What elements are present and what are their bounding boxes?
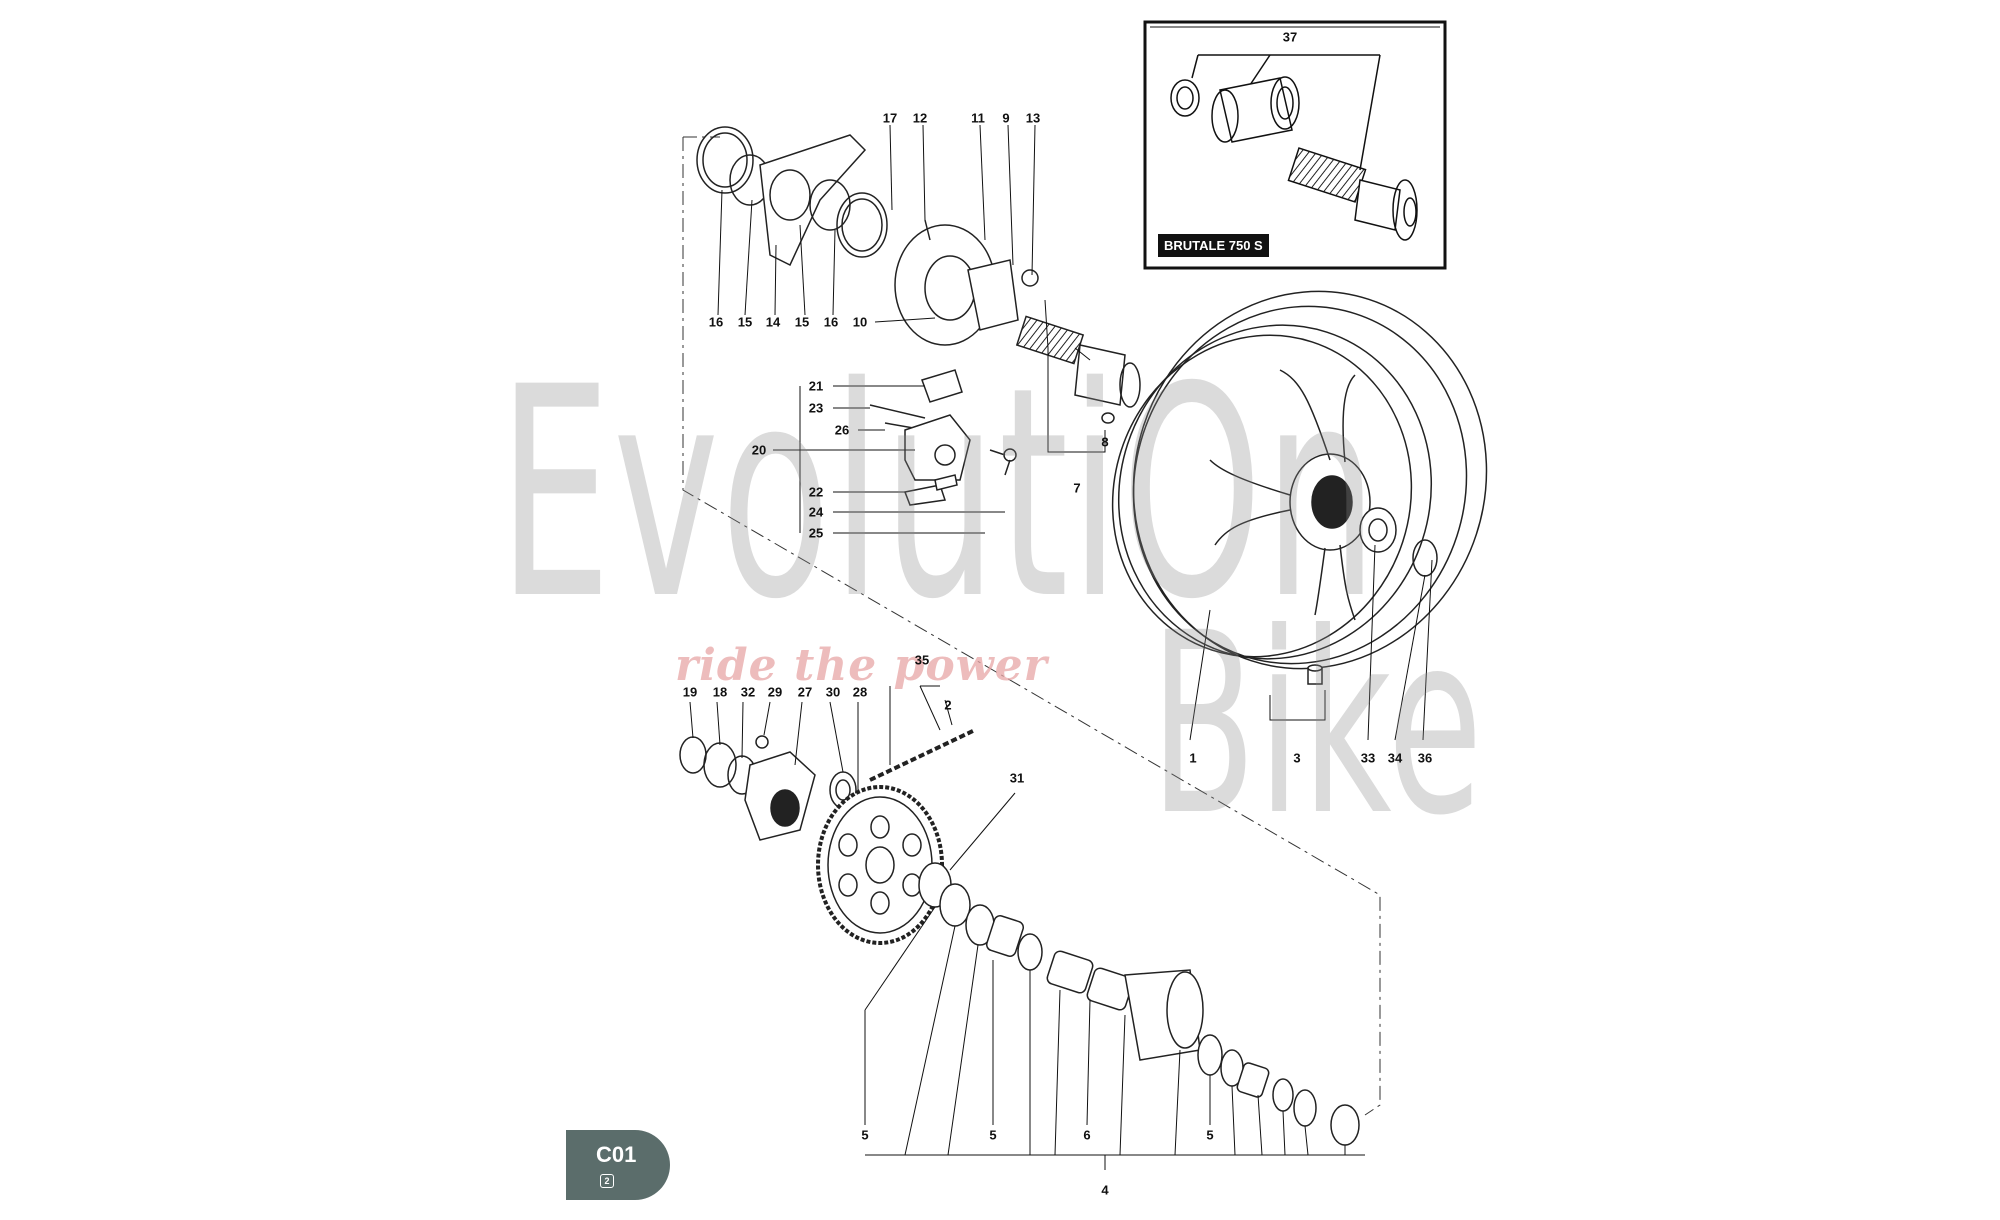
hub-and-bearings (918, 862, 1360, 1146)
callout-label: 9 (1002, 110, 1010, 126)
callout-label: 14 (765, 314, 781, 330)
sprocket (816, 785, 944, 945)
watermark-text-2: Bike (1150, 579, 1484, 870)
callout-label: 28 (852, 684, 868, 700)
inset-box (1143, 20, 1447, 270)
callout-label: 37 (1282, 29, 1298, 45)
callout-label: 2 (944, 697, 952, 713)
callout-label: 5 (989, 1127, 997, 1143)
leader-lines (689, 124, 1433, 1170)
callout-label: 25 (808, 525, 824, 541)
callout-label: 4 (1101, 1182, 1109, 1198)
page-badge: C01 2 (566, 1130, 670, 1200)
callout-label: 31 (1009, 770, 1025, 786)
callout-label: 20 (751, 442, 767, 458)
callout-label: 1 (1189, 750, 1197, 766)
callout-label: 36 (1417, 750, 1433, 766)
callout-label: 11 (971, 110, 985, 126)
page-sub-badge: 2 (600, 1174, 614, 1188)
callout-label: 26 (834, 422, 850, 438)
callout-label: 10 (852, 314, 868, 330)
rear-wheel (1111, 290, 1488, 670)
chain (869, 728, 976, 782)
callout-label: 33 (1360, 750, 1376, 766)
callout-label: 13 (1025, 110, 1041, 126)
callout-label: 23 (808, 400, 824, 416)
valve-cap (1307, 664, 1323, 685)
callout-label: 30 (825, 684, 841, 700)
callout-label: 27 (797, 684, 813, 700)
callout-label: 21 (808, 378, 824, 394)
callout-label: 8 (1101, 434, 1109, 450)
callout-label: 32 (740, 684, 756, 700)
caliper-parts (869, 369, 1017, 506)
callout-label: 17 (882, 110, 898, 126)
callout-label: 24 (808, 504, 824, 520)
page-code: C01 (596, 1142, 637, 1167)
inset-caption: BRUTALE 750 S (1158, 234, 1269, 257)
callout-label: 16 (823, 314, 839, 330)
watermark-tagline: ride the power (675, 640, 1048, 691)
callout-label: 12 (912, 110, 928, 126)
callout-label: 19 (682, 684, 698, 700)
callout-label: 35 (914, 652, 930, 668)
watermark-text: EvolutiOn (498, 326, 1380, 663)
callout-label: 5 (861, 1127, 869, 1143)
callout-label: 29 (767, 684, 783, 700)
callout-label: 22 (808, 484, 824, 500)
callout-label: 18 (712, 684, 728, 700)
callout-label: 6 (1083, 1127, 1091, 1143)
callout-label: 5 (1206, 1127, 1214, 1143)
callout-label: 15 (737, 314, 753, 330)
callout-label: 34 (1387, 750, 1403, 766)
brake-side-parts (696, 126, 1141, 424)
callout-label: 3 (1293, 750, 1301, 766)
callout-label: 16 (708, 314, 724, 330)
callout-label: 7 (1073, 480, 1081, 496)
callout-label: 15 (794, 314, 810, 330)
